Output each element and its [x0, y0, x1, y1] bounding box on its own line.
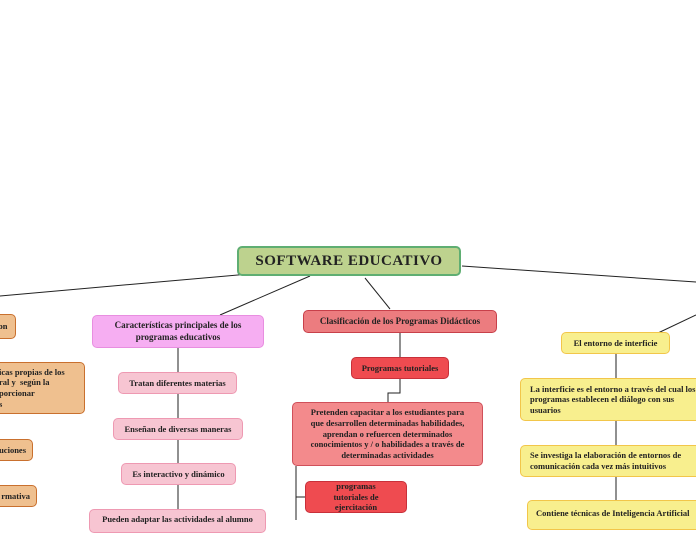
entorno-item-node[interactable]: La interficie es el entorno a través del… [520, 378, 696, 421]
left-item-node[interactable]: icas propias de los ral y según la porci… [0, 362, 85, 414]
connector-root-red [364, 277, 391, 310]
caracteristicas-item-node[interactable]: Tratan diferentes materias [118, 372, 237, 394]
connector-root-right [461, 265, 696, 283]
caracteristicas-item-node[interactable]: Es interactivo y dinámico [121, 463, 236, 485]
caracteristicas-main-node[interactable]: Características principales de los progr… [92, 315, 264, 348]
left-item-node[interactable]: rmativa [0, 485, 37, 507]
connector-tutoriales-desc [387, 379, 401, 402]
programas-tutoriales-node[interactable]: Programas tutoriales [351, 357, 449, 379]
caracteristicas-item-node[interactable]: Pueden adaptar las actividades al alumno [89, 509, 266, 533]
tutoriales-ejercitacion-node[interactable]: programas tutoriales de ejercitación [305, 481, 407, 513]
caracteristicas-item-node[interactable]: Enseñan de diversas maneras [113, 418, 243, 440]
left-main-node[interactable]: on [0, 314, 16, 339]
left-item-node[interactable]: uciones [0, 439, 33, 461]
clasificacion-main-node[interactable]: Clasificación de los Programas Didáctico… [303, 310, 497, 333]
entorno-item-node[interactable]: Contiene técnicas de Inteligencia Artifi… [527, 500, 696, 530]
connector-root-pink [219, 275, 311, 316]
connector-root-left [0, 272, 261, 297]
entorno-main-node[interactable]: El entorno de interficie [561, 332, 670, 354]
entorno-item-node[interactable]: Se investiga la elaboración de entornos … [520, 445, 696, 477]
tutoriales-descripcion-node[interactable]: Pretenden capacitar a los estudiantes pa… [292, 402, 483, 466]
connector-right-yellow [657, 314, 696, 334]
root-node[interactable]: SOFTWARE EDUCATIVO [237, 246, 461, 276]
